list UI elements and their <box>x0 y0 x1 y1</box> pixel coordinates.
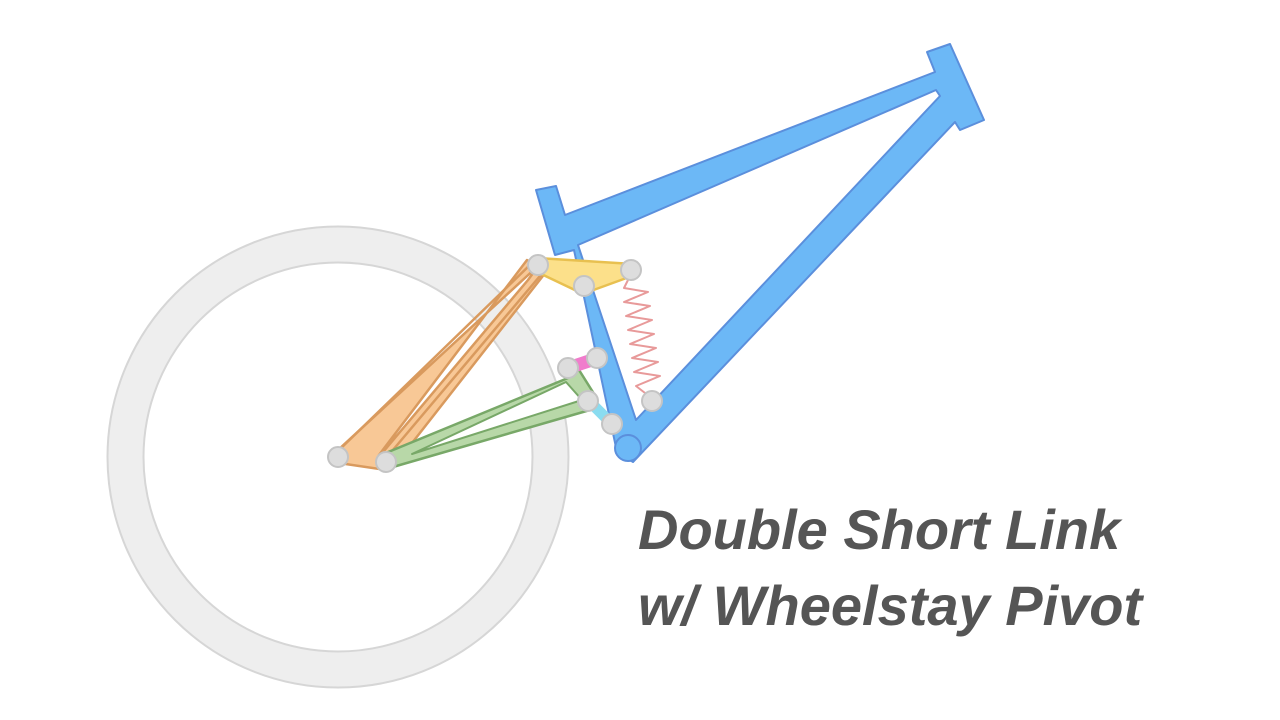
pivot-rocker-shock <box>620 259 642 281</box>
rear-wheel <box>108 227 568 687</box>
seatstay-upper-edge <box>335 261 534 454</box>
seatstay-lower-edge <box>386 269 546 458</box>
pivot-wheelstay <box>375 451 397 473</box>
pivot-upper-link-frame <box>586 347 608 369</box>
shock-spring <box>623 271 661 401</box>
pivots <box>327 254 663 473</box>
diagram-title-line-2: w/ Wheelstay Pivot <box>638 574 1143 637</box>
pivot-lower-link-chainstay <box>577 390 599 412</box>
front-triangle-opening <box>577 89 941 421</box>
rear-wheel-inner-edge <box>142 261 534 653</box>
diagram-title: Double Short Link w/ Wheelstay Pivot <box>638 492 1142 644</box>
pivot-rocker-seatstay <box>527 254 549 276</box>
bottom-bracket <box>614 434 642 462</box>
pivot-shock-frame <box>641 390 663 412</box>
pivot-lower-link-frame <box>601 413 623 435</box>
rear-wheel-outer-edge <box>106 225 570 689</box>
diagram-title-line-1: Double Short Link <box>638 498 1121 561</box>
pivot-upper-link-chainstay <box>557 357 579 379</box>
pivot-rear-axle <box>327 446 349 468</box>
pivot-rocker-frame <box>573 275 595 297</box>
chainstay-opening <box>411 381 583 455</box>
